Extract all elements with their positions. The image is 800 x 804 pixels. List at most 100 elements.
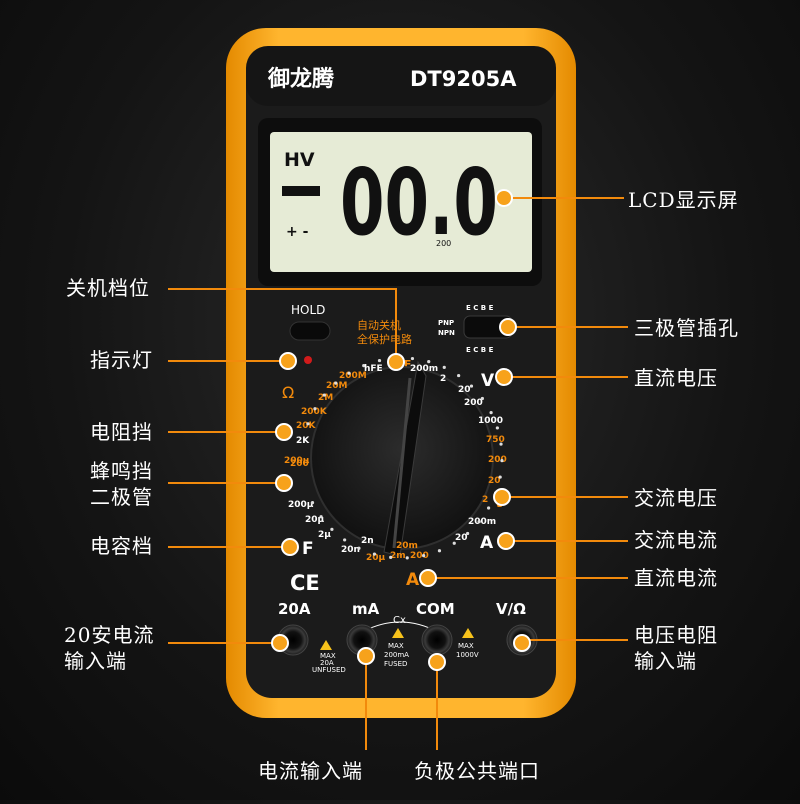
brand-name: 御龙腾 <box>267 66 335 92</box>
callout-markers <box>271 189 531 671</box>
socket-ecbe-bottom: E C B E <box>466 346 494 354</box>
callout-current-input: 电流输入端 <box>258 759 363 783</box>
dial-vdc-range: 20 <box>458 385 471 395</box>
dial-adc-range: 200 <box>410 551 429 561</box>
dial-diode-range: 200μ <box>288 500 314 510</box>
hold-label: HOLD <box>291 303 325 317</box>
socket-pnp-label: PNP <box>438 319 454 327</box>
dial-tick <box>477 520 481 524</box>
model-number: DT9205A <box>410 67 517 91</box>
dial-cap-range: 2μ <box>318 530 331 540</box>
dial-ohm-range: 2K <box>296 436 310 446</box>
warn-20a-line3: UNFUSED <box>312 666 346 674</box>
port-com-label: COM <box>416 600 455 618</box>
ohm-mode-symbol: Ω <box>282 383 294 402</box>
ce-mark: CE <box>290 571 320 595</box>
warn-20a-line1: MAX <box>320 652 336 660</box>
callout-marker <box>495 189 513 207</box>
full-protection-label: 全保护电路 <box>357 332 412 346</box>
port-vohm-label: V/Ω <box>496 600 526 618</box>
callout-marker <box>493 488 511 506</box>
callout-marker <box>513 634 531 652</box>
callout-marker <box>499 318 517 336</box>
callout-indicator: 指示灯 <box>90 348 153 372</box>
dial-tick <box>466 531 470 536</box>
dial-vdc-range: 1000 <box>478 416 503 426</box>
callout-ac-current: 交流电流 <box>634 528 718 552</box>
dial-tick <box>457 373 461 378</box>
callout-20a-input: 20安电流 输入端 <box>64 623 155 673</box>
hfe-mode-label: hFE <box>364 364 383 374</box>
dial-tick <box>377 358 382 363</box>
callout-marker <box>275 474 293 492</box>
rotary-selector-knob[interactable] <box>383 360 427 557</box>
callout-transistor-socket: 三极管插孔 <box>634 316 739 340</box>
callout-off-position: 关机档位 <box>66 276 150 300</box>
callout-marker <box>428 653 446 671</box>
dial-ohm-range: 20K <box>296 421 317 431</box>
callout-buzzer-diode: 蜂鸣挡 二极管 <box>90 459 153 509</box>
dial-tick <box>313 407 317 411</box>
dial-aac-range: 20 <box>455 533 468 543</box>
dial-tick <box>480 396 484 401</box>
dial-ohm-range: 200M <box>339 371 367 381</box>
dial-tick <box>347 371 351 375</box>
dial-cap-range: 200μ <box>284 456 310 466</box>
dial-tick <box>343 538 347 542</box>
callout-marker <box>497 532 515 550</box>
dc-current-symbol: A <box>406 570 420 590</box>
dial-tick <box>310 501 315 505</box>
jack-com[interactable] <box>421 624 453 656</box>
dial-tick <box>306 422 310 426</box>
lcd-minus-sign <box>282 186 320 196</box>
callout-marker <box>275 423 293 441</box>
dial-ohm-range: 20M <box>326 381 348 391</box>
dial-tick <box>389 555 393 559</box>
port-cx-label: Cx <box>393 615 406 626</box>
dial-vdc-range: 200m <box>410 364 438 374</box>
port-ma-label: mA <box>352 600 380 618</box>
dial-tick <box>319 515 323 519</box>
callout-ac-voltage: 交流电压 <box>634 486 718 510</box>
warn-ma-line3: FUSED <box>384 660 407 668</box>
dial-ohm-range: 200 <box>290 459 309 469</box>
dial-vac-range: 2 <box>482 495 488 505</box>
callout-marker <box>387 353 405 371</box>
dial-cap-range: 2n <box>361 536 374 546</box>
dial-tick <box>372 552 377 556</box>
callout-lcd: LCD显示屏 <box>628 188 739 212</box>
dial-tick <box>422 554 426 558</box>
callout-leaders <box>168 197 628 750</box>
callout-marker <box>419 569 437 587</box>
dial-tick <box>500 459 504 463</box>
dial-tick <box>498 475 502 479</box>
dc-voltage-symbol: V <box>481 371 495 391</box>
dial-cap-range: 20μ <box>305 515 325 525</box>
dial-tick <box>334 381 338 385</box>
dial-tick <box>489 411 493 415</box>
dial-tick <box>487 506 491 510</box>
dial-aac-range: 200m <box>468 517 496 527</box>
leader-line <box>168 288 397 358</box>
warn-com-line1: MAX <box>458 642 474 650</box>
dial-tick <box>469 384 474 388</box>
dial-tick <box>362 364 366 368</box>
warn-ma-line1: MAX <box>388 642 404 650</box>
top-bezel <box>246 46 556 106</box>
dial-tick <box>405 556 409 560</box>
warn-com-line2: 1000V <box>456 651 479 659</box>
dial-adc-range: 20m <box>396 541 418 551</box>
lcd-reading: 00.0 <box>340 149 498 256</box>
lcd-hv-indicator: HV <box>284 149 315 171</box>
hold-button[interactable] <box>289 321 331 341</box>
dial-vdc-range: 200 <box>464 398 483 408</box>
dial-cap-range: 20n <box>341 545 360 555</box>
callout-marker <box>271 634 289 652</box>
indicator-led <box>304 356 312 364</box>
dial-vac-range: 750 <box>486 435 505 445</box>
lcd-screen <box>270 132 532 272</box>
capacitance-symbol: F <box>302 539 314 559</box>
callout-marker <box>281 538 299 556</box>
